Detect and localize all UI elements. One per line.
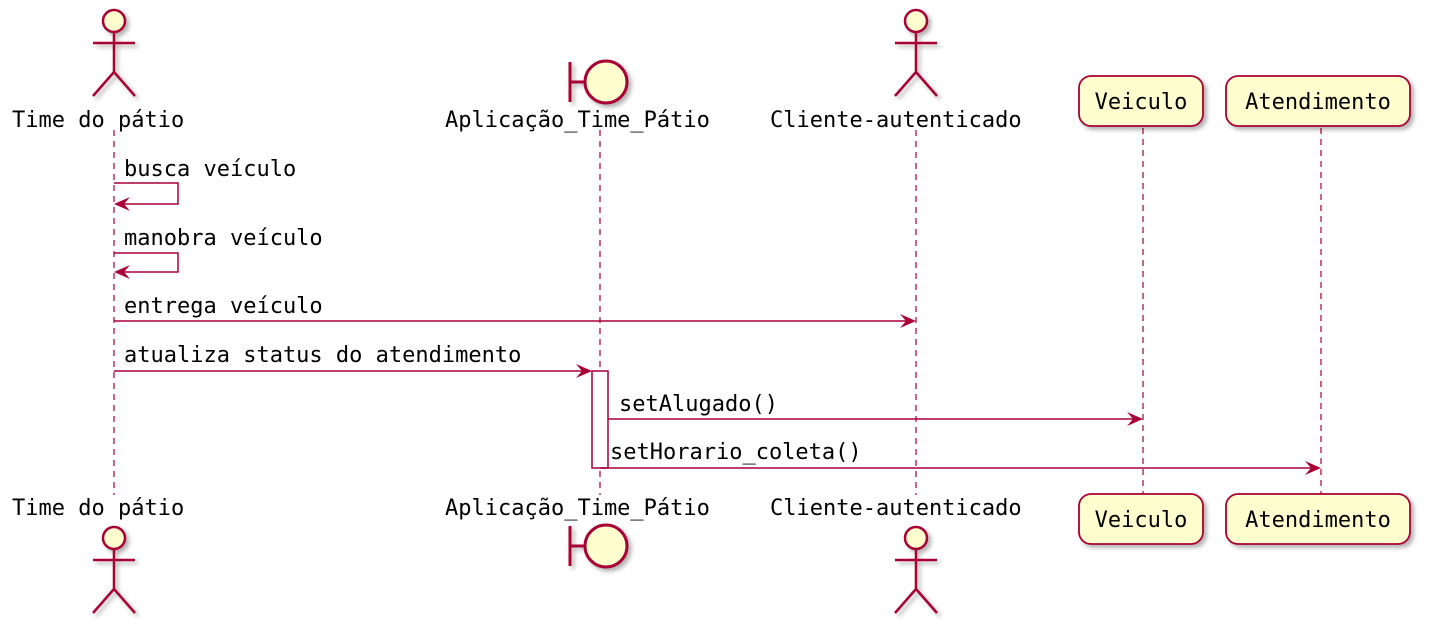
message-arrow-busca — [114, 182, 179, 205]
participant-label-cliente-bottom: Cliente-autenticado — [770, 496, 1022, 521]
message-label-entrega: entrega veículo — [124, 294, 323, 319]
actor-icon-time-bottom — [92, 525, 136, 614]
message-label-setalugado: setAlugado() — [619, 392, 778, 417]
participant-label-atendimento-bottom: Atendimento — [1245, 508, 1391, 533]
boundary-icon-app-bottom — [568, 523, 629, 569]
actor-icon-time-top — [92, 8, 136, 97]
participant-label-cliente-top: Cliente-autenticado — [770, 108, 1022, 133]
actor-icon-cliente-bottom — [894, 525, 938, 614]
boundary-icon-app-top — [568, 59, 629, 105]
participant-box-atendimento-top — [1225, 75, 1411, 127]
arrowhead-atualiza — [576, 364, 592, 378]
message-label-atualiza: atualiza status do atendimento — [124, 343, 521, 368]
message-arrow-manobra — [114, 252, 179, 273]
arrowhead-busca — [114, 197, 130, 211]
participant-label-atendimento-top: Atendimento — [1245, 90, 1391, 115]
participant-label-veiculo-top: Veiculo — [1095, 90, 1188, 115]
message-label-manobra: manobra veículo — [124, 226, 323, 251]
message-label-busca: busca veículo — [124, 157, 296, 182]
arrowhead-entrega — [900, 314, 916, 328]
participant-box-atendimento-bottom — [1225, 493, 1411, 545]
arrowhead-manobra — [114, 265, 130, 279]
participant-box-veiculo-bottom — [1078, 493, 1204, 545]
participant-label-time-bottom: Time do pátio — [12, 496, 184, 521]
activation-bar-app — [591, 370, 609, 469]
participant-label-veiculo-bottom: Veiculo — [1095, 508, 1188, 533]
arrowhead-sethorario — [1305, 461, 1321, 475]
arrowhead-setalugado — [1127, 412, 1143, 426]
participant-label-time-top: Time do pátio — [12, 108, 184, 133]
participant-label-app-bottom: Aplicação_Time_Pátio — [445, 496, 710, 521]
actor-icon-cliente-top — [894, 8, 938, 97]
message-label-sethorario: setHorario_coleta() — [610, 440, 862, 465]
participant-box-veiculo-top — [1078, 75, 1204, 127]
participant-label-app-top: Aplicação_Time_Pátio — [445, 108, 710, 133]
